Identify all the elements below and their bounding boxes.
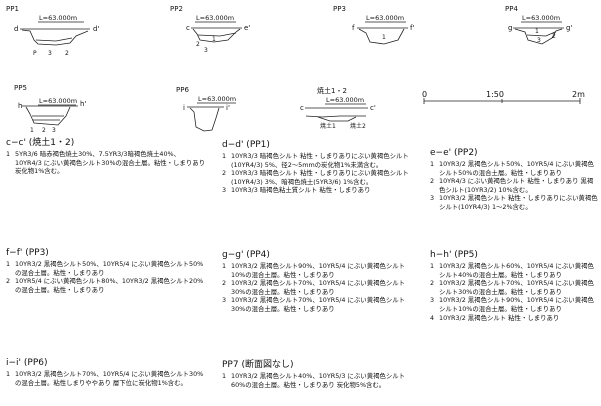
layer-label: 2 [196, 41, 200, 48]
scale-end-label: 2m [572, 90, 585, 99]
layer-label: 焼土2 [350, 122, 366, 130]
section-right-label: f' [410, 24, 414, 32]
layer-label: P [33, 50, 37, 57]
desc-heading: h−h' (PP5) [430, 250, 478, 260]
section-title: PP4 [505, 5, 518, 13]
desc-heading: f−f' (PP3) [6, 248, 49, 258]
section-title: PP3 [333, 5, 346, 13]
desc-heading: PP7 (断面図なし) [222, 360, 294, 370]
layer-label: 3 [537, 37, 541, 44]
layer-label: 1 [212, 36, 216, 43]
section-length: L=63.000m [522, 14, 560, 22]
section-left-label: i [183, 104, 185, 112]
section-length: L=63.000m [39, 14, 77, 22]
scale-start-label: 0 [422, 90, 427, 99]
section-right-label: h' [80, 100, 86, 108]
section-length: L=63.000m [198, 95, 236, 103]
desc-heading: d−d' (PP1) [222, 140, 270, 150]
layer-label: 3 [52, 127, 56, 134]
section-left-label: f [352, 24, 355, 32]
section-title: PP5 [14, 84, 27, 92]
layer-label: 1 [535, 28, 539, 35]
layer-label: 3 [48, 50, 52, 57]
section-right-label: c' [370, 104, 376, 112]
desc-heading: g−g' (PP4) [222, 250, 270, 260]
section-left-label: c [186, 24, 190, 32]
section-left-label: g [508, 24, 512, 32]
section-right-label: i' [226, 104, 230, 112]
layer-label: 1 [30, 127, 34, 134]
scale-ratio-label: 1:50 [486, 90, 504, 99]
section-left-label: c [300, 104, 304, 112]
layer-label: 2 [552, 33, 556, 40]
section-left-label: d [14, 25, 18, 33]
section-title: PP2 [170, 5, 183, 13]
section-length: L=63.000m [326, 96, 364, 104]
section-right-label: g' [566, 24, 572, 32]
section-length: L=63.000m [196, 14, 234, 22]
section-length: L=63.000m [366, 14, 404, 22]
layer-label: 1 [382, 34, 386, 41]
section-title: PP6 [176, 86, 189, 94]
desc-heading: e−e' (PP2) [430, 148, 478, 158]
layer-label: 3 [204, 47, 208, 54]
layer-label: 2 [65, 50, 69, 57]
section-title: 焼土1・2 [317, 86, 347, 95]
layer-label: 2 [42, 127, 46, 134]
layer-label: 焼土1 [320, 122, 336, 130]
section-length: L=63.000m [39, 97, 77, 105]
section-left-label: h [18, 102, 22, 110]
section-right-label: d' [93, 25, 99, 33]
section-title: PP1 [6, 5, 19, 13]
desc-heading: i−i' (PP6) [6, 358, 48, 368]
section-right-label: e' [244, 24, 250, 32]
desc-heading: c−c' (焼土1・2) [6, 138, 75, 148]
